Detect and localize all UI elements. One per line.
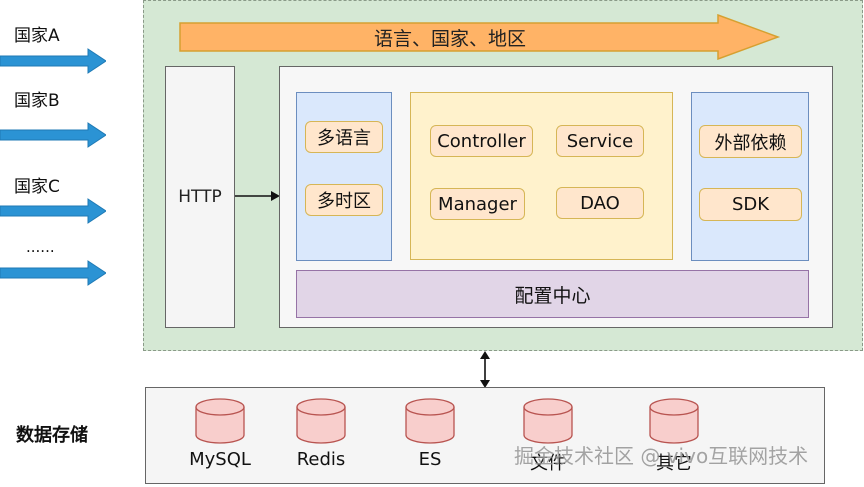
database-icon: [296, 398, 346, 444]
incoming-arrow-b: [0, 122, 106, 148]
country-label-more: ......: [26, 238, 55, 256]
country-label-c: 国家C: [14, 177, 60, 197]
banner-label: 语言、国家、地区: [373, 27, 526, 50]
db-label: ES: [418, 449, 442, 470]
country-label-b: 国家B: [14, 91, 60, 111]
incoming-arrow-more: [0, 260, 106, 286]
chip-dao: DAO: [556, 187, 644, 219]
layers-panel: [410, 92, 673, 260]
config-center-label: 配置中心: [514, 284, 591, 307]
db-label: MySQL: [189, 449, 251, 470]
http-label: HTTP: [178, 187, 222, 207]
database-icon: [523, 398, 573, 444]
db-redis: Redis: [271, 397, 371, 487]
storage-title: 数据存储: [16, 425, 88, 446]
chip-multi-language: 多语言: [305, 121, 383, 153]
http-to-app-arrow: [235, 191, 280, 201]
bidirectional-arrow: [480, 351, 490, 388]
db-mysql: MySQL: [170, 397, 270, 487]
incoming-arrow-a: [0, 48, 106, 74]
db-label: Redis: [296, 449, 346, 470]
country-label-a: 国家A: [14, 26, 60, 46]
db-label: 其它: [656, 453, 692, 474]
storage-box: [145, 387, 825, 484]
chip-external-deps: 外部依赖: [699, 125, 802, 158]
incoming-arrow-c: [0, 198, 106, 224]
chip-service: Service: [556, 125, 644, 157]
chip-manager: Manager: [430, 188, 525, 220]
db-other: 其它: [624, 397, 724, 487]
config-center: 配置中心: [296, 270, 809, 318]
chip-controller: Controller: [430, 125, 533, 157]
external-panel: [691, 92, 809, 261]
http-box: HTTP: [165, 66, 235, 328]
database-icon: [649, 398, 699, 444]
i18n-panel: [296, 92, 392, 261]
chip-multi-timezone: 多时区: [305, 184, 383, 216]
db-es: ES: [380, 397, 480, 487]
db-label: 文件: [530, 453, 566, 474]
chip-sdk: SDK: [699, 188, 802, 221]
banner-arrow: [179, 14, 781, 60]
database-icon: [195, 398, 245, 444]
db-file: 文件: [498, 397, 598, 487]
database-icon: [405, 398, 455, 444]
